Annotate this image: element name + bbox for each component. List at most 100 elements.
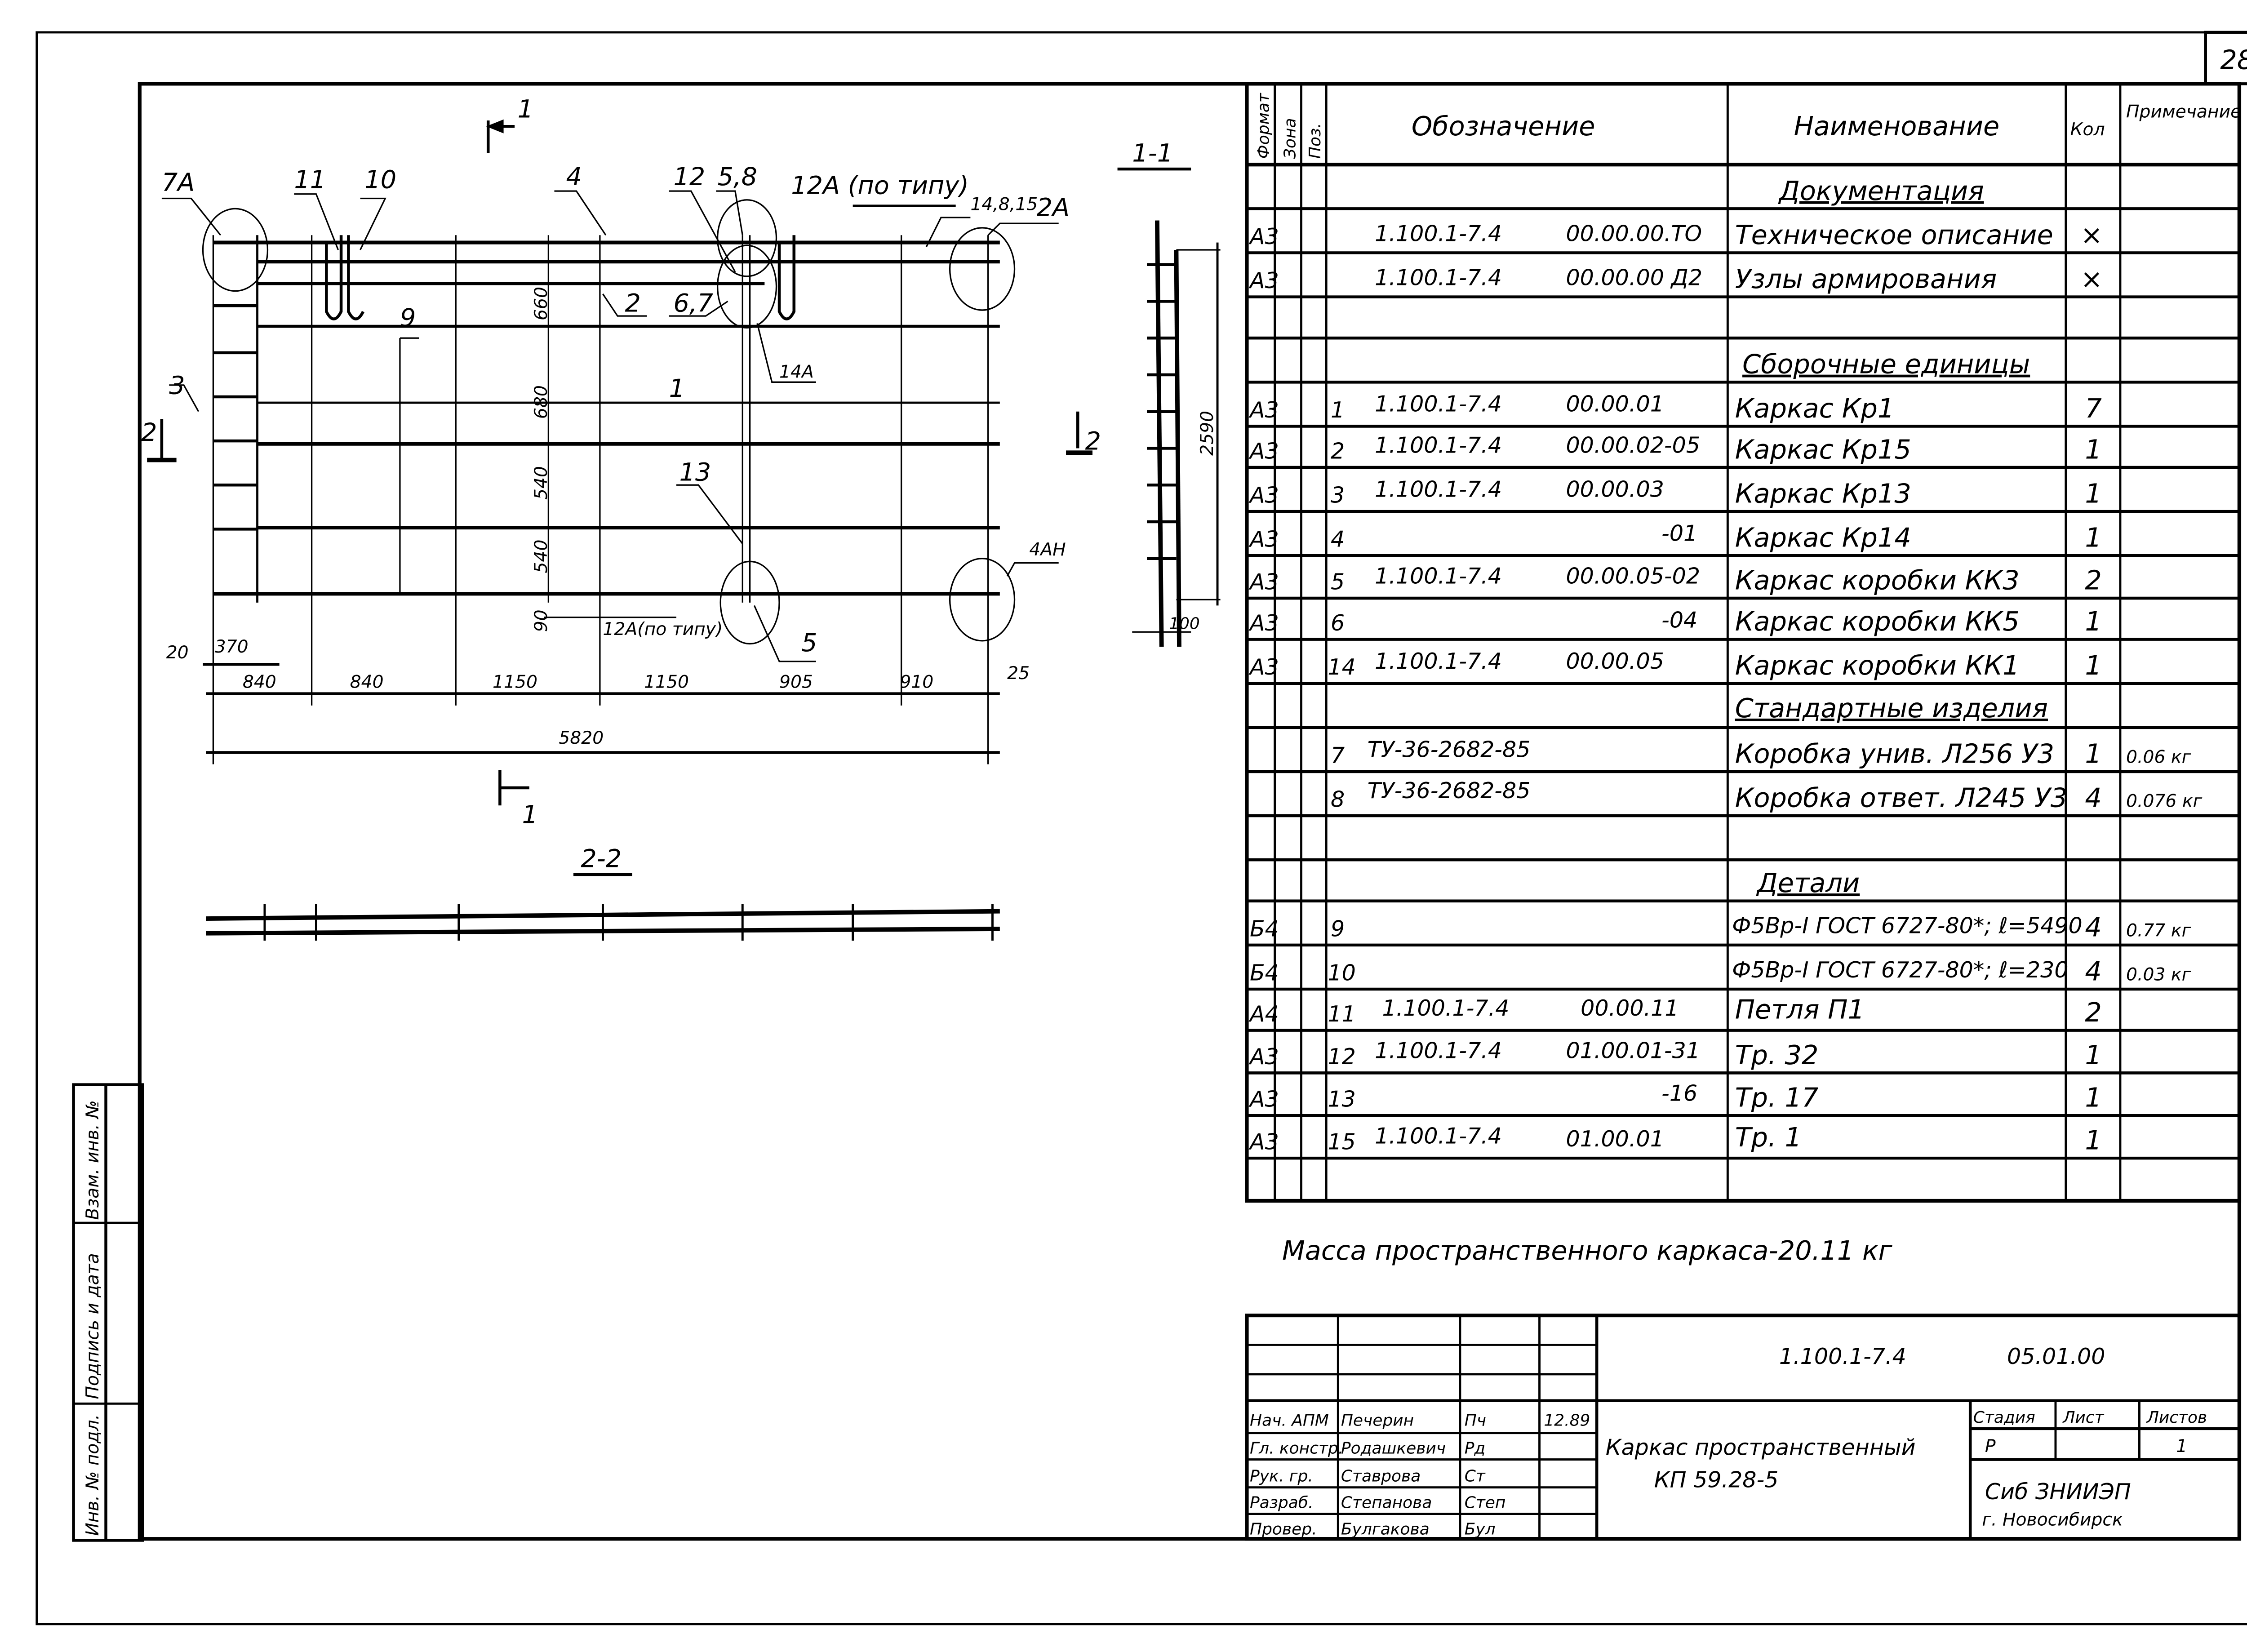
svg-text:Б4: Б4 [1250, 915, 1279, 941]
svg-text:6: 6 [1331, 610, 1345, 636]
svg-text:-04: -04 [1661, 607, 1697, 633]
svg-text:15: 15 [1328, 1129, 1355, 1155]
svg-text:А4: А4 [1248, 1001, 1279, 1027]
callout-14-8-15: 14,8,15 [970, 195, 1038, 215]
dim-section-height: 2590 [1197, 411, 1217, 456]
svg-text:Каркас Кр1: Каркас Кр1 [1735, 393, 1895, 424]
svg-text:Б4: Б4 [1250, 959, 1279, 986]
callout-12A-bottom: 12А(по типу) [603, 619, 723, 639]
table-row: А3 1 1.100.1-7.4 00.00.01 Каркас Кр1 7 [1248, 391, 2102, 424]
table-row: 8 ТУ-36-2682-85 Коробка ответ. Л245 У3 4… [1331, 777, 2203, 813]
svg-text:Коробка унив. Л256 У3: Коробка унив. Л256 У3 [1735, 738, 2054, 769]
table-row: А3 4 -01 Каркас Кр14 1 [1248, 520, 2102, 553]
svg-text:А3: А3 [1248, 654, 1279, 680]
svg-text:1.100.1-7.4: 1.100.1-7.4 [1375, 391, 1502, 417]
callout-14A: 14А [779, 362, 814, 382]
svg-text:Каркас Кр13: Каркас Кр13 [1735, 478, 1911, 509]
svg-text:2: 2 [2085, 564, 2101, 595]
svg-text:4: 4 [2085, 782, 2101, 813]
svg-text:8: 8 [1331, 786, 1345, 812]
svg-text:00.00.00 Д2: 00.00.00 Д2 [1566, 264, 1702, 290]
svg-text:1.100.1-7.4: 1.100.1-7.4 [1375, 1123, 1502, 1149]
section-mark-left-2: 2 [141, 418, 157, 447]
callout-13: 13 [679, 457, 711, 487]
header-note: Примечание [2126, 102, 2241, 122]
header-name: Наименование [1794, 111, 2000, 142]
sig-role: Нач. АПМ [1250, 1411, 1329, 1430]
header-designation: Обозначение [1412, 111, 1595, 142]
svg-text:А3: А3 [1248, 267, 1279, 293]
dim-right-25: 25 [1007, 663, 1030, 684]
callout-1: 1 [669, 374, 685, 403]
svg-text:1: 1 [2085, 478, 2101, 509]
svg-text:01.00.01-31: 01.00.01-31 [1566, 1038, 1700, 1064]
svg-text:13: 13 [1328, 1086, 1355, 1112]
dim-h-1: 840 [243, 672, 276, 693]
svg-text:ТУ-36-2682-85: ТУ-36-2682-85 [1368, 736, 1531, 762]
svg-text:0.06 кг: 0.06 кг [2126, 747, 2191, 767]
section-details: Детали [1756, 867, 1860, 898]
svg-text:00.00.11: 00.00.11 [1581, 995, 1679, 1021]
svg-text:00.00.05-02: 00.00.05-02 [1566, 563, 1700, 589]
table-row: А3 6 -04 Каркас коробки КК5 1 [1248, 606, 2102, 637]
organization-line-1: Сиб ЗНИИЭП [1985, 1479, 2131, 1505]
sig-role: Провер. [1250, 1520, 1317, 1538]
callout-3: 3 [169, 371, 185, 400]
outer-border [36, 31, 2247, 1625]
svg-text:00.00.05: 00.00.05 [1566, 648, 1664, 674]
header-zone: Зона [1281, 118, 1299, 159]
section-mark-bottom-1: 1 [522, 800, 537, 829]
callout-12: 12 [673, 162, 705, 191]
callout-12A-top: 12А (по типу) [791, 171, 969, 200]
svg-text:00.00.01: 00.00.01 [1566, 391, 1664, 417]
plan-labels: 1 1 2 2 1-1 2-2 7А 11 10 4 12 5,8 12А (п… [141, 95, 1217, 874]
sig-role: Гл. констр. [1250, 1439, 1343, 1457]
header-format: Формат [1255, 93, 1273, 159]
svg-text:1: 1 [2085, 522, 2101, 553]
section-standard-items: Стандартные изделия [1735, 693, 2048, 724]
dim-vertical-1: 660 [531, 287, 551, 320]
callout-2: 2 [625, 289, 641, 318]
callout-4AN: 4АН [1029, 540, 1066, 560]
svg-text:А3: А3 [1248, 1044, 1279, 1070]
side-stamp-replace-inv: Взам. инв. № [83, 1100, 103, 1220]
organization-line-2: г. Новосибирск [1982, 1510, 2123, 1530]
svg-text:1.100.1-7.4: 1.100.1-7.4 [1375, 432, 1502, 458]
sheets-value: 1 [2176, 1436, 2187, 1457]
svg-text:А3: А3 [1248, 438, 1279, 464]
page-number: 28 [2220, 44, 2247, 75]
sig-name: Степанова [1341, 1494, 1432, 1512]
dim-vertical-4: 540 [531, 540, 551, 573]
title-line-1: Каркас пространственный [1606, 1434, 1916, 1461]
sig-name: Ставрова [1341, 1467, 1421, 1486]
section-mark-right-2: 2 [1085, 427, 1101, 456]
svg-text:1.100.1-7.4: 1.100.1-7.4 [1375, 264, 1502, 290]
table-row: А3 13 -16 Тр. 17 1 [1248, 1080, 2102, 1113]
sig-name: Печерин [1341, 1411, 1414, 1430]
svg-text:0.03 кг: 0.03 кг [2126, 964, 2191, 985]
svg-text:4: 4 [2085, 955, 2101, 986]
callout-6-7: 6,7 [673, 289, 713, 318]
svg-text:1: 1 [1331, 397, 1345, 423]
svg-text:-01: -01 [1661, 520, 1697, 546]
svg-text:Ф5Вр-I ГОСТ 6727-80*; ℓ=5490: Ф5Вр-I ГОСТ 6727-80*; ℓ=5490 [1732, 913, 2083, 939]
sig-sign: Пч [1465, 1411, 1486, 1430]
callout-5: 5 [801, 628, 817, 657]
header-pos: Поз. [1306, 123, 1324, 159]
table-row: А4 11 1.100.1-7.4 00.00.11 Петля П1 2 [1248, 994, 2102, 1028]
table-row: А3 1.100.1-7.4 00.00.00.ТО Техническое о… [1248, 219, 2103, 250]
svg-text:Тр. 1: Тр. 1 [1735, 1122, 1802, 1153]
svg-text:00.00.00.ТО: 00.00.00.ТО [1566, 220, 1702, 246]
svg-text:А3: А3 [1248, 482, 1279, 508]
svg-text:Тр. 32: Тр. 32 [1735, 1039, 1819, 1070]
svg-text:А3: А3 [1248, 1086, 1279, 1112]
svg-text:А3: А3 [1248, 397, 1279, 423]
svg-text:×: × [2081, 219, 2103, 250]
plan-drawing [147, 119, 1221, 941]
table-row: Б4 10 Ф5Вр-I ГОСТ 6727-80*; ℓ=230 4 0.03… [1250, 955, 2191, 986]
svg-text:1.100.1-7.4: 1.100.1-7.4 [1375, 476, 1502, 502]
svg-text:Тр. 17: Тр. 17 [1735, 1082, 1819, 1113]
sig-date: 12.89 [1544, 1411, 1590, 1430]
view-title-2-2: 2-2 [581, 844, 622, 874]
svg-text:9: 9 [1331, 915, 1345, 941]
